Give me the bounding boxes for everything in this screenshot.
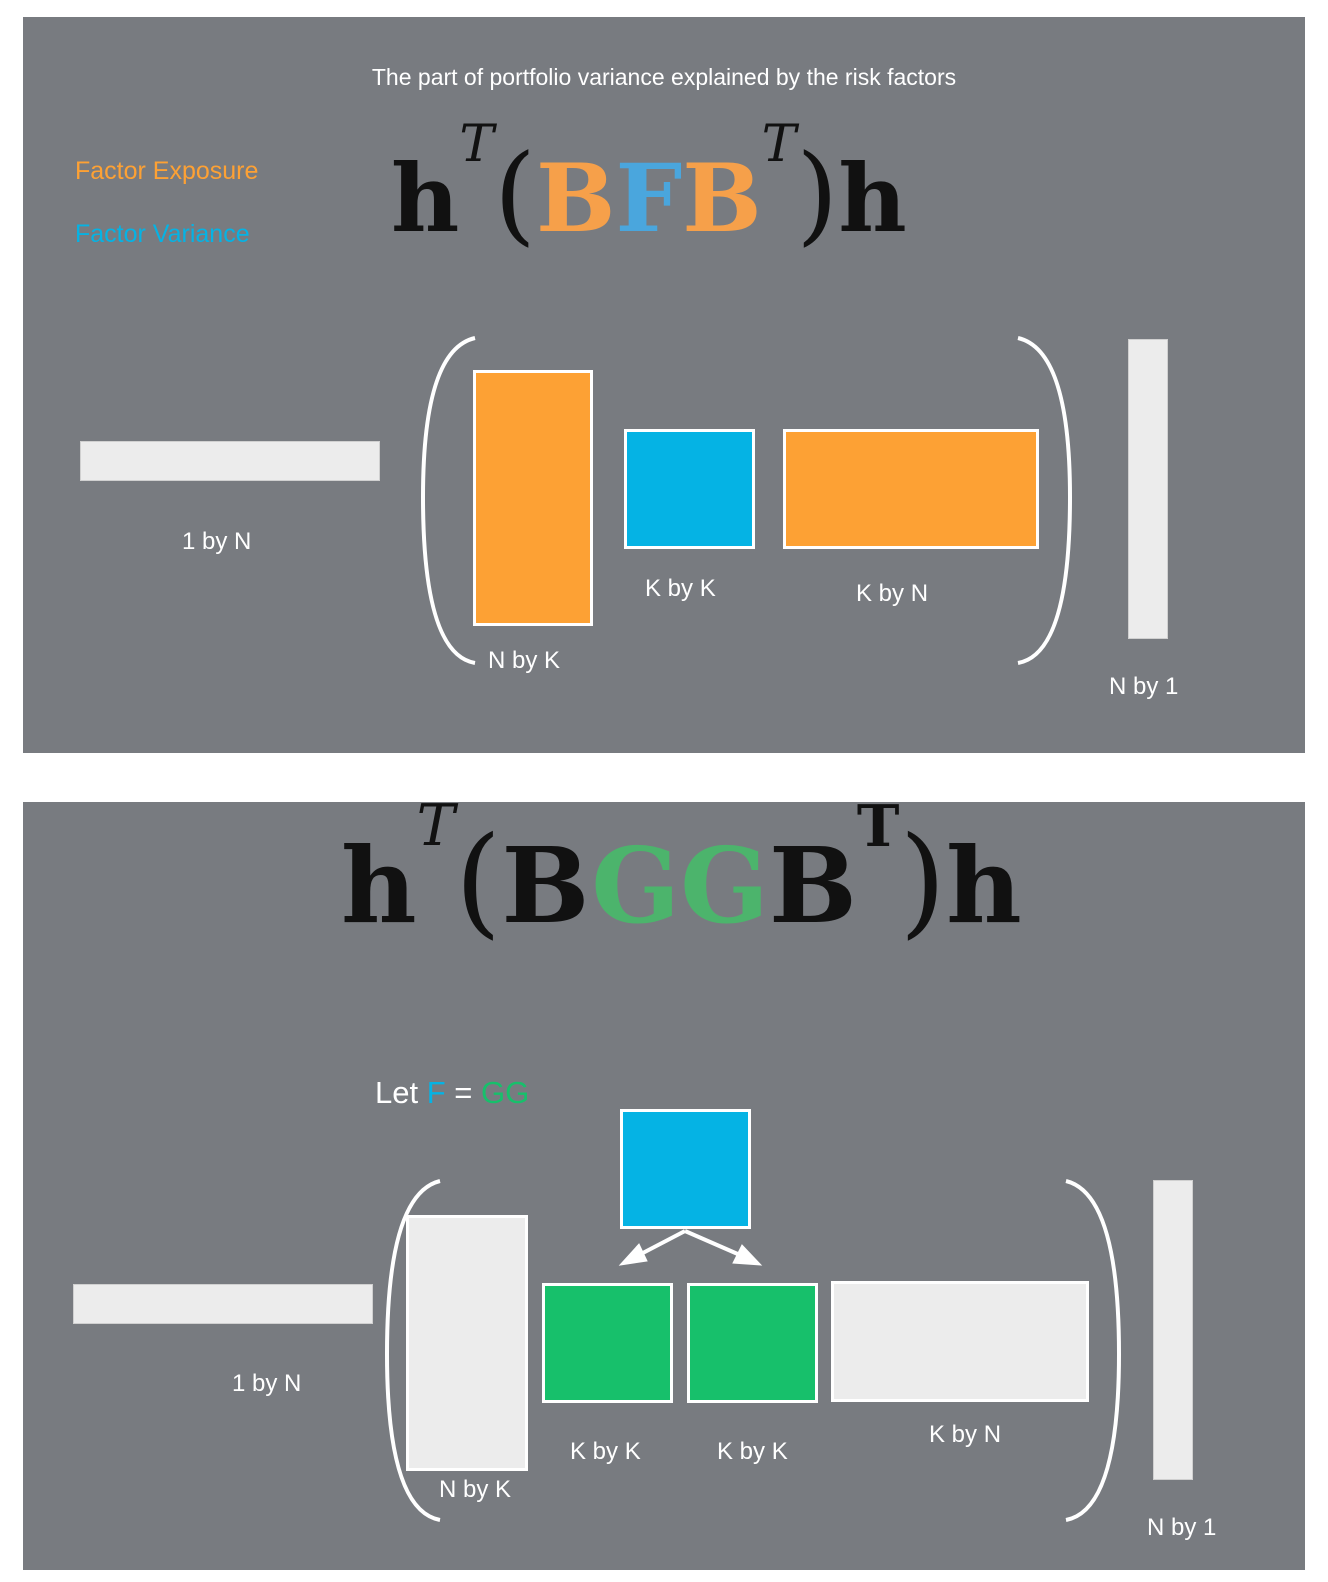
factor-root-matrix-second	[687, 1283, 818, 1403]
panel-title: The part of portfolio variance explained…	[371, 64, 957, 90]
label-n-by-1: N by 1	[1147, 1514, 1217, 1541]
formula-close-paren: )	[796, 132, 839, 257]
factor-root-matrix-first	[542, 1283, 673, 1403]
let-equals: =	[445, 1075, 481, 1110]
factor-covariance-matrix	[624, 429, 755, 549]
label-n-by-k: N by K	[488, 647, 561, 674]
formula-h-end: h	[946, 824, 1022, 947]
legend-factor-variance: Factor Variance	[75, 220, 250, 248]
formula-h: h	[341, 824, 417, 947]
label-k-by-n: K by N	[929, 1421, 1002, 1448]
brackets-and-arrows	[384, 1179, 1122, 1522]
legend-factor-exposure: Factor Exposure	[75, 157, 259, 185]
formula-open-paren: (	[493, 132, 536, 257]
right-bracket	[1065, 1179, 1122, 1522]
left-bracket	[420, 336, 476, 665]
formula-open-paren: (	[454, 812, 502, 951]
let-prefix: Let	[375, 1075, 427, 1110]
label-k-by-k: K by K	[645, 575, 716, 602]
formula-transpose: T	[416, 802, 455, 859]
formula-exposure-bt: B	[682, 144, 762, 254]
formula-b: B	[501, 824, 592, 947]
formula-exposure-b: B	[536, 144, 616, 254]
factor-root-panel: hT(BGGBT)h Let F = GG 1 by N N by K K by…	[23, 802, 1305, 1570]
split-arrow-right	[684, 1229, 763, 1266]
formula-g-second: G	[680, 824, 769, 947]
label-n-by-k: N by K	[439, 1476, 512, 1503]
label-k-by-k-first: K by K	[570, 1438, 641, 1465]
label-1-by-n: 1 by N	[182, 528, 252, 555]
formula-transpose: T	[459, 114, 494, 175]
formula-b-transpose: T	[761, 114, 797, 175]
factor-exposure-transpose-matrix	[783, 429, 1039, 549]
let-f-equals-gg: Let F = GG	[375, 1075, 529, 1111]
formula-h-end: h	[838, 144, 907, 254]
split-arrow-left	[618, 1229, 686, 1266]
matrix-brackets	[420, 336, 1073, 665]
label-k-by-k-second: K by K	[717, 1438, 788, 1465]
holdings-row-vector	[73, 1284, 373, 1324]
formula-b-transpose: T	[856, 802, 900, 860]
factor-exposure-transpose-matrix	[831, 1281, 1089, 1402]
holdings-row-vector	[80, 441, 380, 481]
label-n-by-1: N by 1	[1109, 673, 1179, 700]
right-bracket	[1017, 336, 1073, 665]
factor-exposure-matrix	[406, 1215, 528, 1471]
factor-covariance-matrix	[620, 1109, 751, 1229]
label-k-by-n: K by N	[856, 580, 929, 607]
formula-bt: B	[768, 824, 857, 947]
formula-g-first: G	[591, 824, 681, 947]
factor-variance-panel: The part of portfolio variance explained…	[23, 17, 1305, 753]
label-1-by-n: 1 by N	[232, 1370, 302, 1397]
variance-formula: hT(BFBT)h	[391, 118, 907, 257]
holdings-column-vector	[1153, 1180, 1193, 1480]
left-bracket	[384, 1179, 441, 1522]
formula-variance-f: F	[615, 144, 683, 254]
formula-close-paren: )	[899, 812, 947, 951]
formula-h: h	[391, 144, 460, 254]
holdings-column-vector	[1128, 339, 1168, 639]
factor-exposure-matrix	[473, 370, 593, 626]
factor-root-formula: hT(BGGBT)h	[341, 802, 1022, 951]
let-gg: GG	[481, 1075, 530, 1110]
let-f: F	[426, 1075, 446, 1110]
